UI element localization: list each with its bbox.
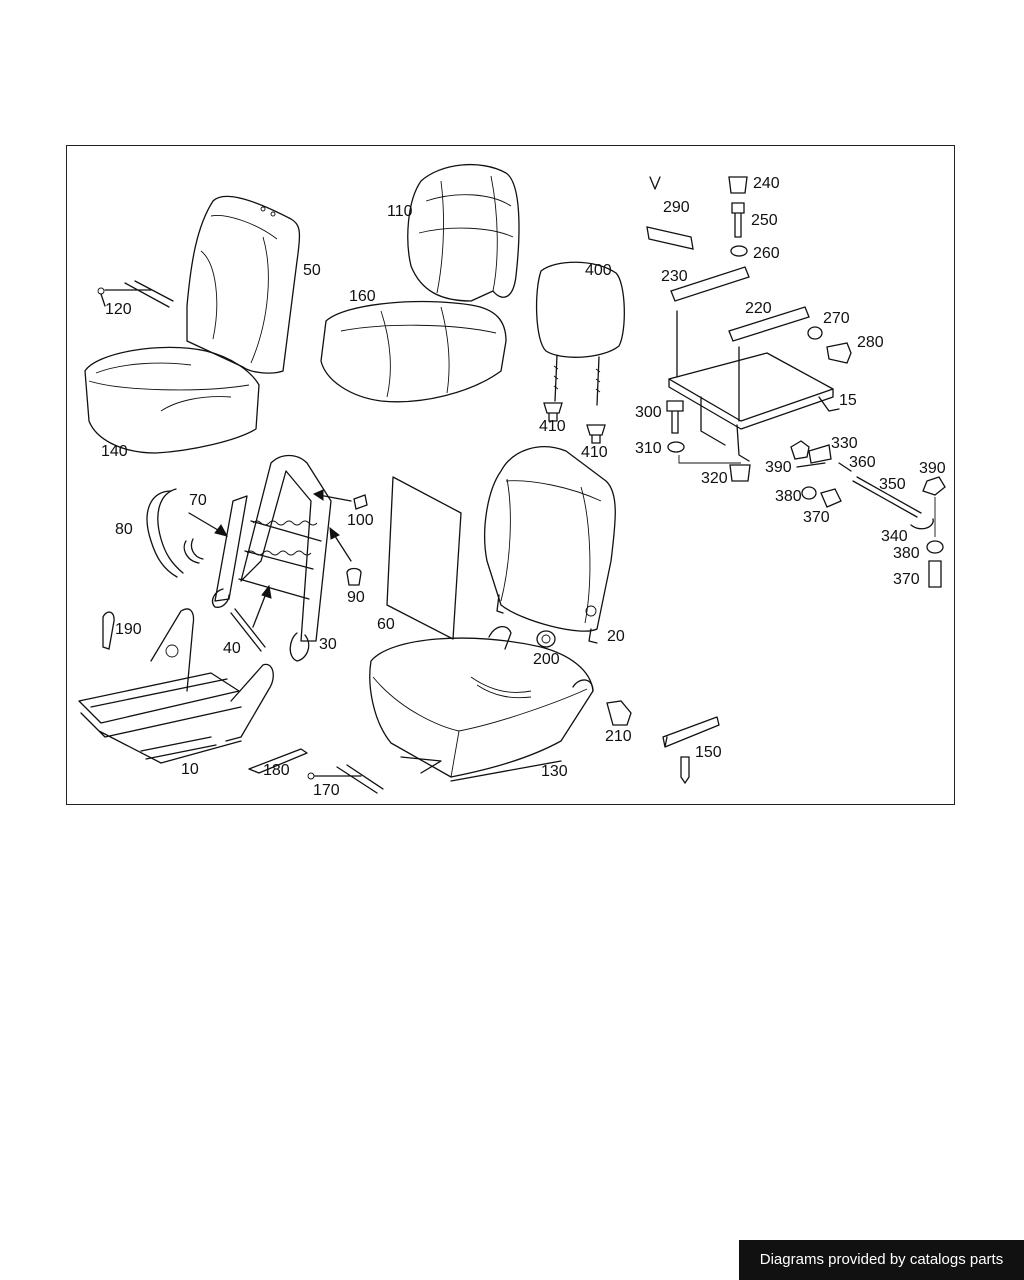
seat-exploded-diagram: 10 15 20 30 40 50 60 70 80 90 100 110 12… — [78, 163, 946, 799]
part-guide-410 — [543, 402, 606, 444]
callout-340: 340 — [881, 528, 908, 545]
callout-350: 350 — [879, 476, 906, 493]
callout-80: 80 — [115, 521, 133, 538]
part-headrest — [535, 261, 625, 406]
part-handle-190 — [102, 611, 115, 650]
callout-410-b: 410 — [581, 444, 608, 461]
callout-270: 270 — [823, 310, 850, 327]
part-cover-sheet-60 — [386, 476, 462, 640]
part-backrest-foam — [407, 163, 520, 302]
callout-390-b: 390 — [919, 460, 946, 477]
callout-370-a: 370 — [803, 509, 830, 526]
callout-40: 40 — [223, 640, 241, 657]
part-clip-100 — [353, 494, 368, 510]
part-rod-120 — [97, 280, 174, 308]
callout-240: 240 — [753, 175, 780, 192]
callout-300: 300 — [635, 404, 662, 421]
callout-250: 250 — [751, 212, 778, 229]
catalog-credit-banner[interactable]: Diagrams provided by catalogs parts — [739, 1240, 1024, 1280]
callout-280: 280 — [857, 334, 884, 351]
callout-20: 20 — [607, 628, 625, 645]
part-backrest-frame — [146, 454, 332, 662]
callout-260: 260 — [753, 245, 780, 262]
part-bushing-200 — [536, 630, 556, 648]
part-rail-150 — [662, 716, 720, 785]
callout-170: 170 — [313, 782, 340, 799]
hardware-group-top-right — [646, 176, 852, 364]
callout-180: 180 — [263, 762, 290, 779]
callout-160: 160 — [349, 288, 376, 305]
callout-410-a: 410 — [539, 418, 566, 435]
part-bolt-210 — [606, 700, 632, 726]
callout-140: 140 — [101, 443, 128, 460]
callout-370-b: 370 — [893, 571, 920, 588]
part-backrest-assembly — [484, 446, 616, 644]
callout-10: 10 — [181, 761, 199, 778]
callout-70: 70 — [189, 492, 207, 509]
part-seat-foam — [320, 300, 507, 403]
callout-230: 230 — [661, 268, 688, 285]
callout-320: 320 — [701, 470, 728, 487]
callout-190: 190 — [115, 621, 142, 638]
part-seat-cushion — [84, 346, 260, 454]
callout-100: 100 — [347, 512, 374, 529]
callout-390-a: 390 — [765, 459, 792, 476]
part-seat-frame — [78, 608, 274, 764]
callout-400: 400 — [585, 262, 612, 279]
callout-120: 120 — [105, 301, 132, 318]
callout-130: 130 — [541, 763, 568, 780]
callout-380-b: 380 — [893, 545, 920, 562]
callout-labels: 10 15 20 30 40 50 60 70 80 90 100 110 12… — [101, 175, 946, 799]
hardware-group-300 — [666, 400, 751, 482]
callout-290: 290 — [663, 199, 690, 216]
callout-220: 220 — [745, 300, 772, 317]
callout-15: 15 — [839, 392, 857, 409]
callout-380-a: 380 — [775, 488, 802, 505]
callout-330: 330 — [831, 435, 858, 452]
hardware-group-lever — [790, 440, 946, 588]
callout-210: 210 — [605, 728, 632, 745]
callout-60: 60 — [377, 616, 395, 633]
callout-310: 310 — [635, 440, 662, 457]
callout-30: 30 — [319, 636, 337, 653]
callout-90: 90 — [347, 589, 365, 606]
diagram-frame: 10 15 20 30 40 50 60 70 80 90 100 110 12… — [66, 145, 955, 805]
callout-150: 150 — [695, 744, 722, 761]
part-trim-180 — [248, 748, 308, 774]
part-rod-170 — [307, 764, 384, 794]
part-bushing-90 — [346, 567, 362, 586]
part-seat-assembly — [369, 626, 594, 782]
callout-200: 200 — [533, 651, 560, 668]
callout-110: 110 — [387, 203, 413, 220]
callout-50: 50 — [303, 262, 321, 279]
part-backrest-cushion — [186, 195, 301, 374]
part-base-plate — [668, 310, 840, 462]
callout-360: 360 — [849, 454, 876, 471]
assembly-arrows — [188, 489, 352, 628]
